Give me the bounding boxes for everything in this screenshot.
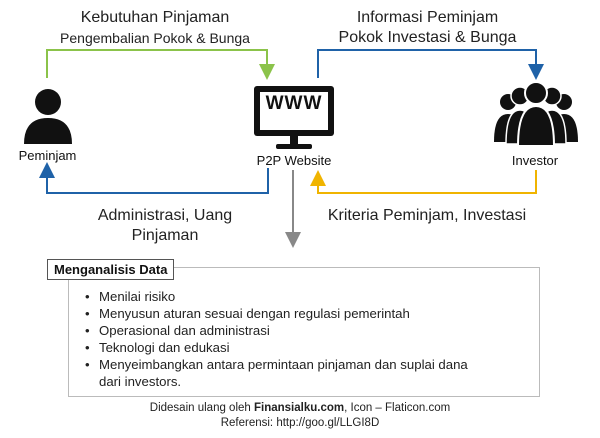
website-label: P2P Website bbox=[256, 153, 332, 168]
analysis-list: Menilai risiko Menyusun aturan sesuai de… bbox=[73, 288, 540, 390]
label-line: Pinjaman bbox=[131, 227, 199, 244]
credit-prefix: Didesain ulang oleh bbox=[149, 402, 254, 414]
analysis-box: Menilai risiko Menyusun aturan sesuai de… bbox=[68, 267, 540, 397]
label-line: Pokok Investasi & Bunga bbox=[338, 29, 517, 46]
analysis-title: Menganalisis Data bbox=[47, 259, 175, 280]
borrower-to-website-label: Kebutuhan Pinjaman Pengembalian Pokok & … bbox=[40, 8, 270, 48]
label-line: Kebutuhan Pinjaman bbox=[80, 9, 230, 26]
investor-label: Investor bbox=[511, 153, 559, 168]
analysis-item-continuation: dari investors. bbox=[99, 374, 182, 389]
analysis-item: Operasional dan administrasi bbox=[85, 322, 540, 339]
analysis-item: Teknologi dan edukasi bbox=[85, 339, 540, 356]
reference-line: Referensi: http://goo.gl/LLGI8D bbox=[220, 417, 380, 429]
credit-brand: Finansialku.com bbox=[254, 402, 345, 414]
arrow-website-to-investor bbox=[317, 49, 544, 80]
analysis-item: Menyeimbangkan antara permintaan pinjama… bbox=[85, 356, 540, 373]
arrow-website-to-borrower bbox=[39, 162, 269, 194]
arrow-investor-to-website bbox=[310, 170, 537, 194]
label-line: Pengembalian Pokok & Bunga bbox=[60, 30, 250, 46]
arrow-borrower-to-website bbox=[46, 49, 275, 80]
borrower-label: Peminjam bbox=[18, 148, 77, 163]
person-icon bbox=[24, 89, 72, 144]
website-to-investor-label: Informasi Peminjam Pokok Investasi & Bun… bbox=[315, 8, 540, 48]
label-line: Informasi Peminjam bbox=[356, 9, 499, 26]
label-line: Administrasi, Uang bbox=[97, 207, 233, 224]
monitor-screen-text: WWW bbox=[265, 93, 323, 114]
investor-to-website-label: Kriteria Peminjam, Investasi bbox=[327, 207, 527, 224]
website-to-borrower-label: Administrasi, Uang Pinjaman bbox=[60, 206, 270, 246]
analysis-item: Menilai risiko bbox=[85, 288, 540, 305]
credit-suffix: , Icon – Flaticon.com bbox=[344, 402, 451, 414]
group-icon bbox=[494, 82, 578, 146]
analysis-item: Menyusun aturan sesuai dengan regulasi p… bbox=[85, 305, 540, 322]
monitor-icon bbox=[254, 86, 334, 149]
credit-line: Didesain ulang oleh Finansialku.com, Ico… bbox=[0, 401, 600, 416]
